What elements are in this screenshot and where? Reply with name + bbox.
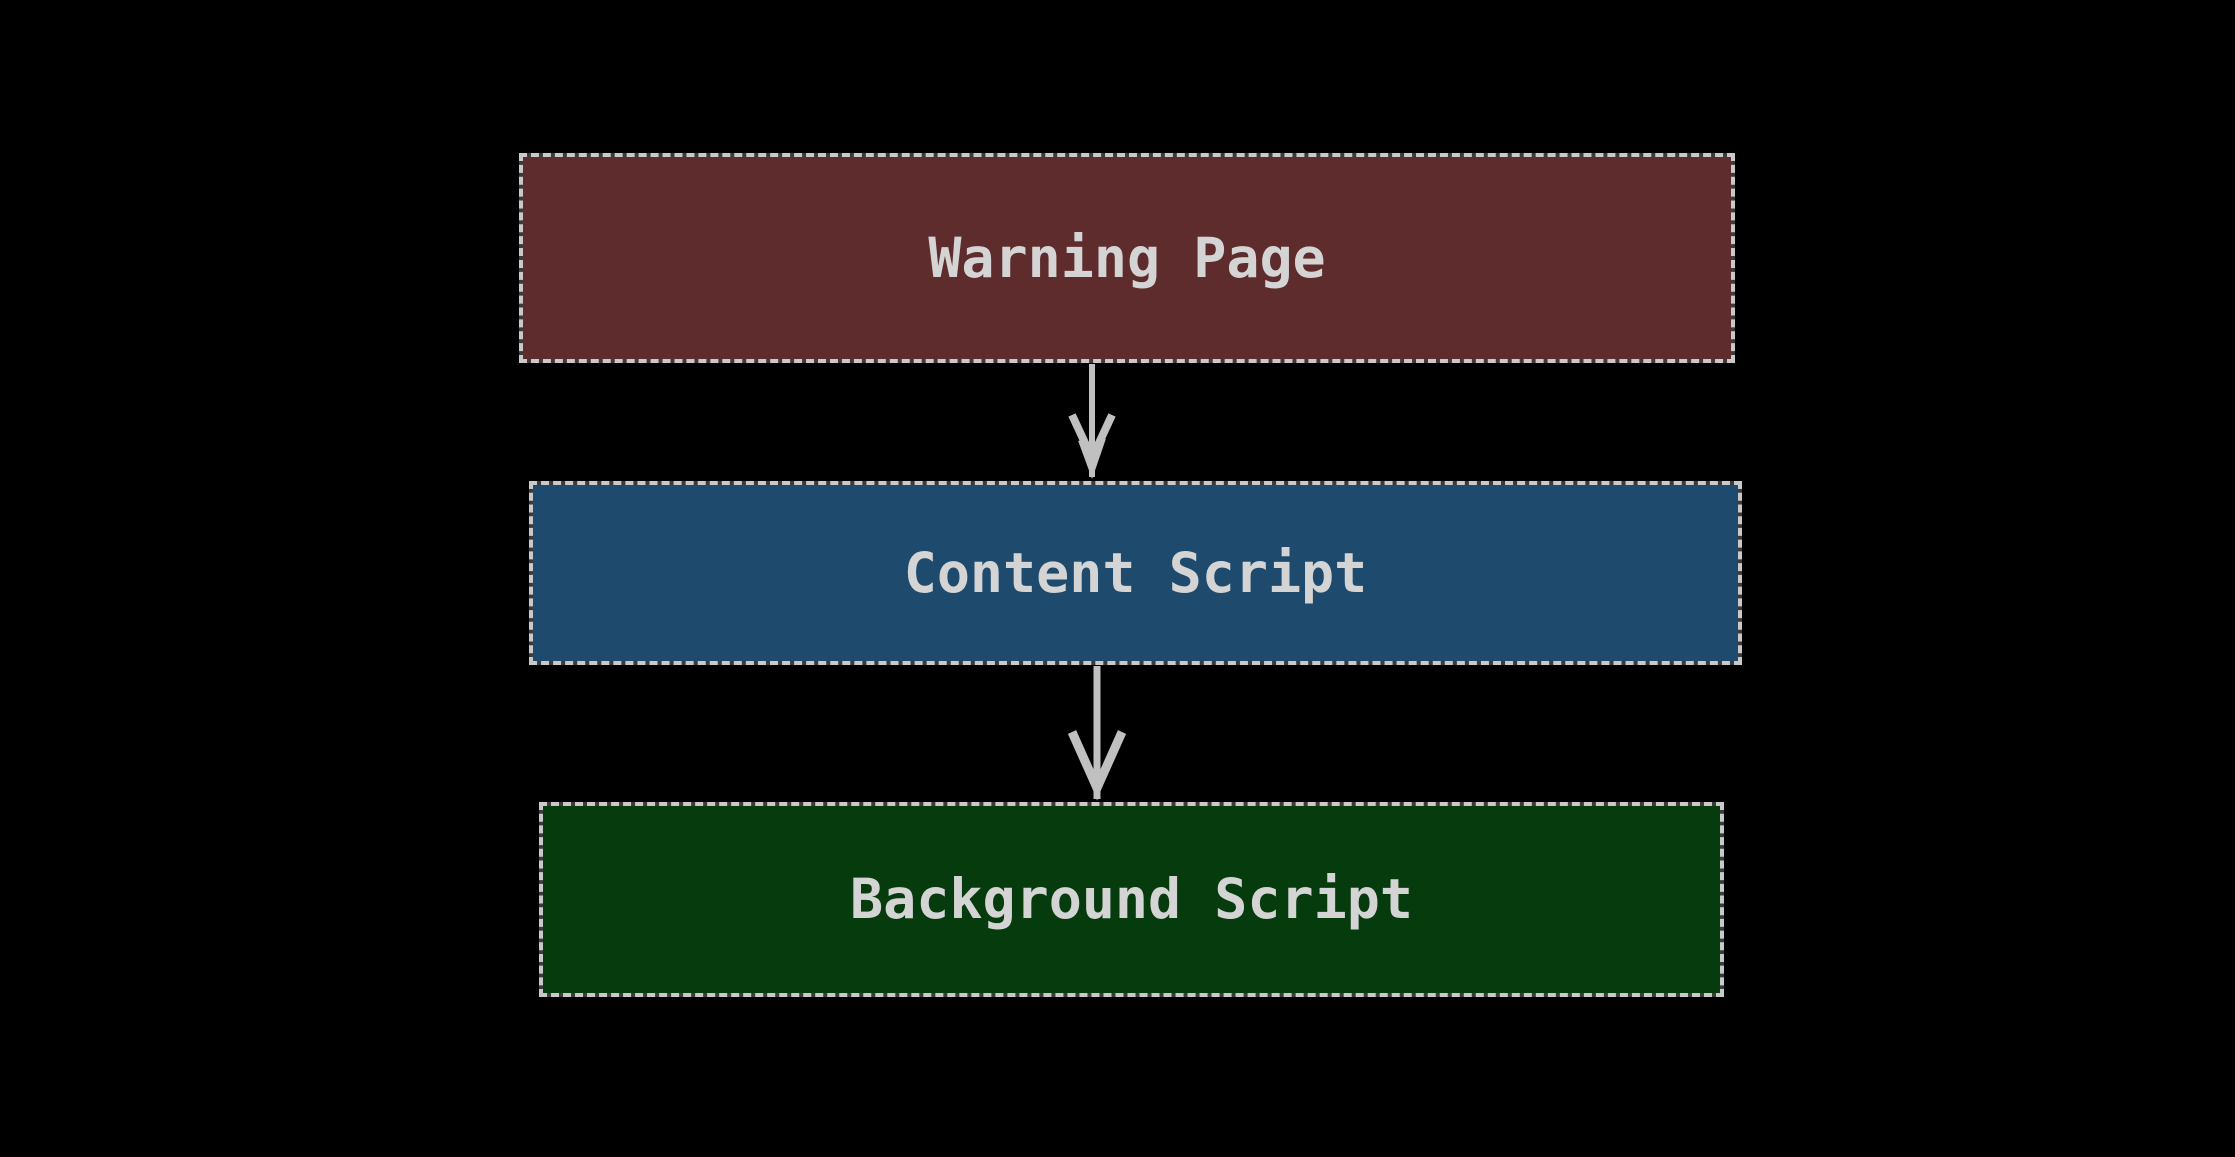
edge-content-to-background-arrow [1067,666,1127,801]
node-warning-page: Warning Page [519,153,1735,363]
node-content-script: Content Script [529,481,1742,665]
node-warning-page-label: Warning Page [928,225,1326,290]
node-background-script-label: Background Script [850,867,1413,931]
edge-warning-to-content-arrow [1068,364,1116,479]
node-content-script-label: Content Script [903,540,1368,605]
node-background-script: Background Script [539,802,1724,997]
